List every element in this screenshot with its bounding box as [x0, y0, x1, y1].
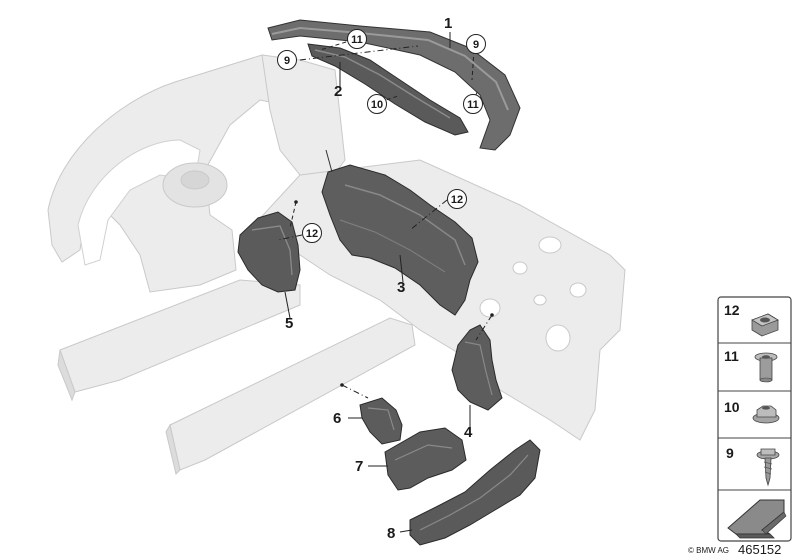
- copyright-text: © BMW AG: [688, 546, 729, 555]
- reference-dots: [294, 200, 494, 387]
- footer: © BMW AG 465152: [688, 542, 781, 557]
- part-5-side-insulation: [237, 211, 301, 293]
- circled-callout-12-center: 12: [447, 189, 467, 209]
- callout-8: 8: [387, 525, 395, 542]
- legend-number-10: 10: [724, 399, 740, 415]
- leader-lines: [277, 32, 493, 533]
- expanding-rivet-nut-icon: [754, 352, 778, 383]
- callout-1: 1: [444, 15, 452, 32]
- circled-callout-11-lower: 11: [463, 94, 483, 114]
- circled-callout-11-lower-text: 11: [467, 99, 479, 111]
- circled-callout-9-right-text: 9: [473, 39, 479, 51]
- callout-3: 3: [397, 279, 405, 296]
- image-number: 465152: [738, 542, 781, 557]
- circled-callout-11-upper-text: 11: [351, 34, 363, 46]
- part-7-bracket: [384, 427, 467, 491]
- circled-callout-9-left-text: 9: [284, 55, 290, 67]
- callout-7: 7: [355, 458, 363, 475]
- legend-number-9: 9: [726, 445, 734, 461]
- legend-number-11: 11: [724, 348, 739, 364]
- circled-callout-12-center-text: 12: [451, 194, 463, 206]
- callout-5: 5: [285, 315, 293, 332]
- part-8-insulation: [409, 439, 541, 546]
- circled-callout-9-left: 9: [277, 50, 297, 70]
- part-4-lower-insulation: [451, 324, 503, 411]
- flange-nut-icon: [752, 405, 780, 424]
- circled-callout-12-left: 12: [302, 223, 322, 243]
- circled-callout-10: 10: [367, 94, 387, 114]
- circled-callout-9-right: 9: [466, 34, 486, 54]
- part-6-bracket: [359, 397, 403, 445]
- part-3-bulkhead-insulation: [321, 149, 479, 316]
- circled-callout-12-left-text: 12: [306, 228, 318, 240]
- callout-2: 2: [334, 83, 342, 100]
- callout-labels: 1 2 3 4 5 6 7 8: [285, 15, 473, 542]
- callout-6: 6: [333, 410, 341, 427]
- circled-callouts: 9 11 9 11 10 12 12: [277, 29, 486, 243]
- callout-4: 4: [464, 424, 473, 441]
- fastener-legend-panel: 12 11 10 9: [717, 296, 792, 542]
- circled-callout-11-upper: 11: [347, 29, 367, 49]
- self-tapping-screw-icon: [756, 448, 780, 487]
- circled-callout-10-text: 10: [371, 99, 383, 111]
- front-arrow-icon: [727, 499, 787, 539]
- legend-number-12: 12: [724, 302, 740, 318]
- clip-nut-icon: [751, 313, 779, 337]
